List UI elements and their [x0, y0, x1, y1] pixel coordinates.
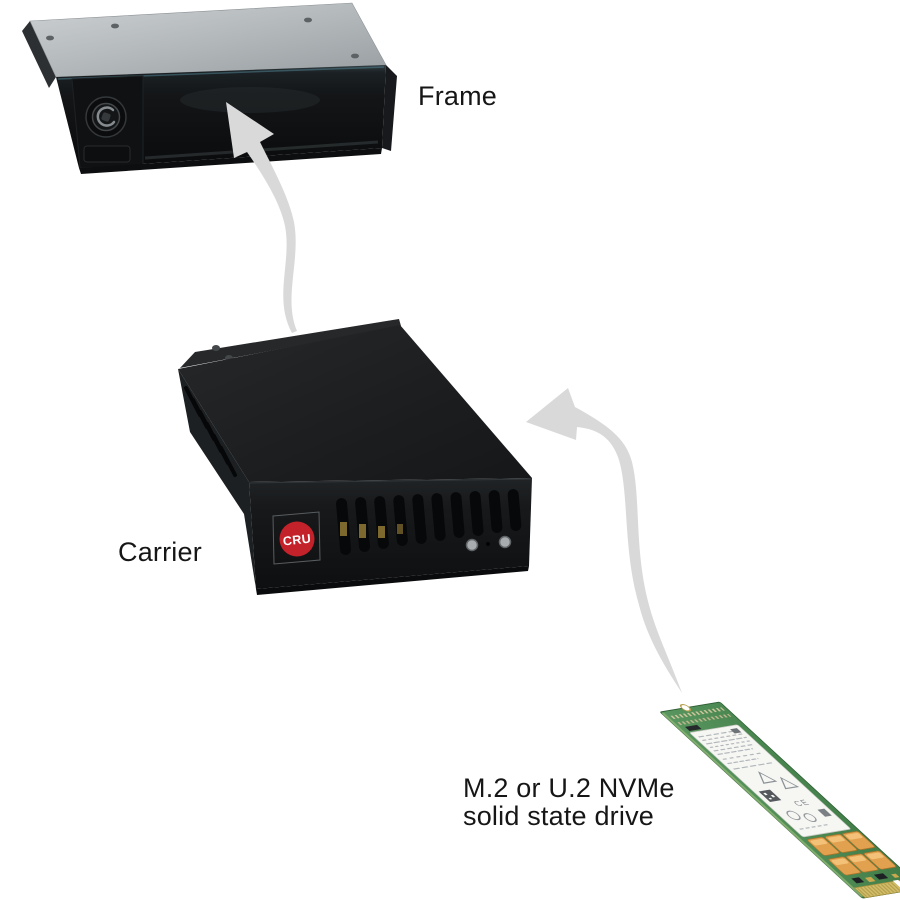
ssd-warning-triangle — [758, 771, 778, 784]
carrier-top-panel — [178, 325, 532, 482]
carrier-illustration: CRU — [178, 319, 533, 595]
frame-label: Frame — [418, 81, 498, 111]
ssd-label-mark — [817, 808, 832, 817]
ssd-capacitor-highlights — [810, 832, 884, 866]
ssd-ce-mark: CE — [791, 798, 812, 808]
cru-logo-text: CRU — [282, 532, 312, 549]
frame-keylock-slot — [96, 106, 116, 127]
frame-screw — [351, 53, 359, 59]
arrow-carrier-to-frame — [226, 102, 297, 333]
frame-left-side — [22, 21, 56, 88]
carrier-left-side — [178, 369, 256, 589]
frame-top-panel — [29, 2, 387, 78]
ssd-qr-code — [758, 789, 782, 802]
frame-bottom-edge — [79, 148, 382, 174]
ssd-label-line1: M.2 or U.2 NVMe — [463, 773, 675, 803]
ssd-warning-triangle — [779, 776, 800, 790]
ssd-chip — [684, 724, 702, 732]
carrier-back-screw — [212, 345, 220, 351]
frame-right-flange — [382, 65, 397, 151]
carrier-front-vents — [336, 489, 522, 555]
ssd-label-line2: solid state drive — [463, 801, 654, 831]
carrier-front-top-edge — [248, 478, 533, 484]
carrier-connector-glints — [340, 522, 403, 538]
carrier-pinhole — [486, 542, 490, 546]
carrier-led — [465, 538, 479, 552]
carrier-led — [498, 535, 512, 549]
ssd-pad-row — [677, 713, 732, 726]
frame-keylock-center — [101, 112, 111, 122]
frame-screw — [111, 23, 119, 29]
carrier-back-plate — [180, 319, 401, 368]
ssd-key-notch — [892, 879, 900, 892]
ssd-pad-row — [670, 707, 725, 719]
frame-screw — [304, 17, 312, 23]
ssd-illustration: CE — [660, 701, 900, 899]
cru-badge-frame — [272, 511, 321, 565]
ssd-spec-label — [689, 724, 851, 838]
frame-eject-button — [83, 145, 131, 163]
carrier-bottom-edge — [256, 566, 529, 595]
ssd-cert-symbol — [786, 810, 801, 821]
ssd-pcb-edge-highlight — [661, 712, 864, 897]
ssd-mount-notch — [679, 704, 692, 712]
ssd-small-components — [851, 873, 900, 884]
frame-illustration — [22, 2, 397, 174]
frame-screw — [46, 35, 54, 41]
arrow-ssd-to-carrier — [526, 388, 682, 693]
ssd-cert-symbol — [803, 813, 817, 823]
carrier-left-vents — [184, 386, 237, 477]
ssd-label-fine-print — [799, 824, 829, 830]
ssd-label-mark — [730, 728, 742, 734]
frame-bay-reflection — [180, 87, 320, 113]
ssd-label: M.2 or U.2 NVMe solid state drive — [463, 774, 675, 830]
carrier-label: Carrier — [118, 537, 202, 567]
cru-logo-circle — [279, 521, 315, 557]
